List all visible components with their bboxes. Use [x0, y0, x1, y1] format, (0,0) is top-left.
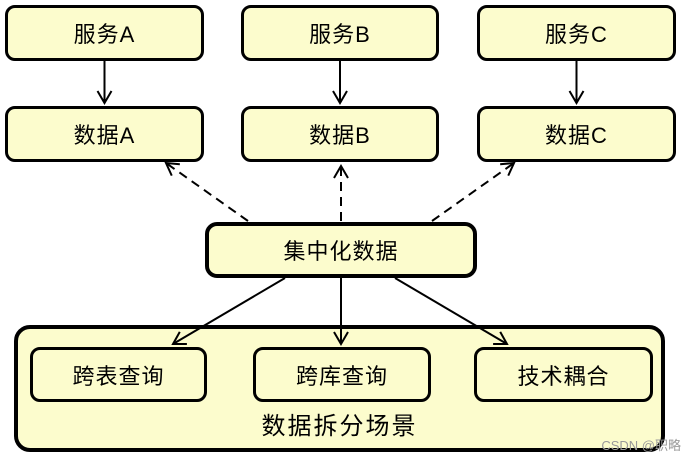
group-label-data-splitting-scenario: 数据拆分场景	[261, 413, 418, 440]
node-cross-db-query: 跨库查询	[253, 347, 431, 402]
node-data-c-label: 数据C	[545, 123, 608, 148]
node-tech-coupling: 技术耦合	[474, 347, 653, 402]
node-data-b: 数据B	[241, 106, 439, 162]
node-cross-table-query: 跨表查询	[30, 347, 207, 402]
edge-centralized-to-data-c	[431, 161, 516, 222]
node-data-a-label: 数据A	[73, 123, 136, 148]
node-cross-db-query-label: 跨库查询	[295, 363, 388, 389]
node-service-b: 服务B	[241, 5, 439, 61]
node-cross-table-query-label: 跨表查询	[72, 363, 165, 389]
node-service-c-label: 服务C	[545, 22, 608, 47]
csdn-watermark: CSDN @职略	[601, 438, 681, 453]
edge-centralized-to-data-a	[164, 161, 249, 222]
node-service-c: 服务C	[477, 5, 676, 61]
node-service-a-label: 服务A	[73, 22, 136, 47]
node-data-a: 数据A	[5, 106, 204, 162]
node-data-b-label: 数据B	[309, 123, 371, 148]
node-centralized-data-label: 集中化数据	[283, 239, 399, 264]
node-service-b-label: 服务B	[309, 22, 371, 47]
node-data-c: 数据C	[477, 106, 676, 162]
node-tech-coupling-label: 技术耦合	[517, 363, 610, 389]
node-centralized-data: 集中化数据	[205, 222, 477, 278]
node-service-a: 服务A	[5, 5, 204, 61]
